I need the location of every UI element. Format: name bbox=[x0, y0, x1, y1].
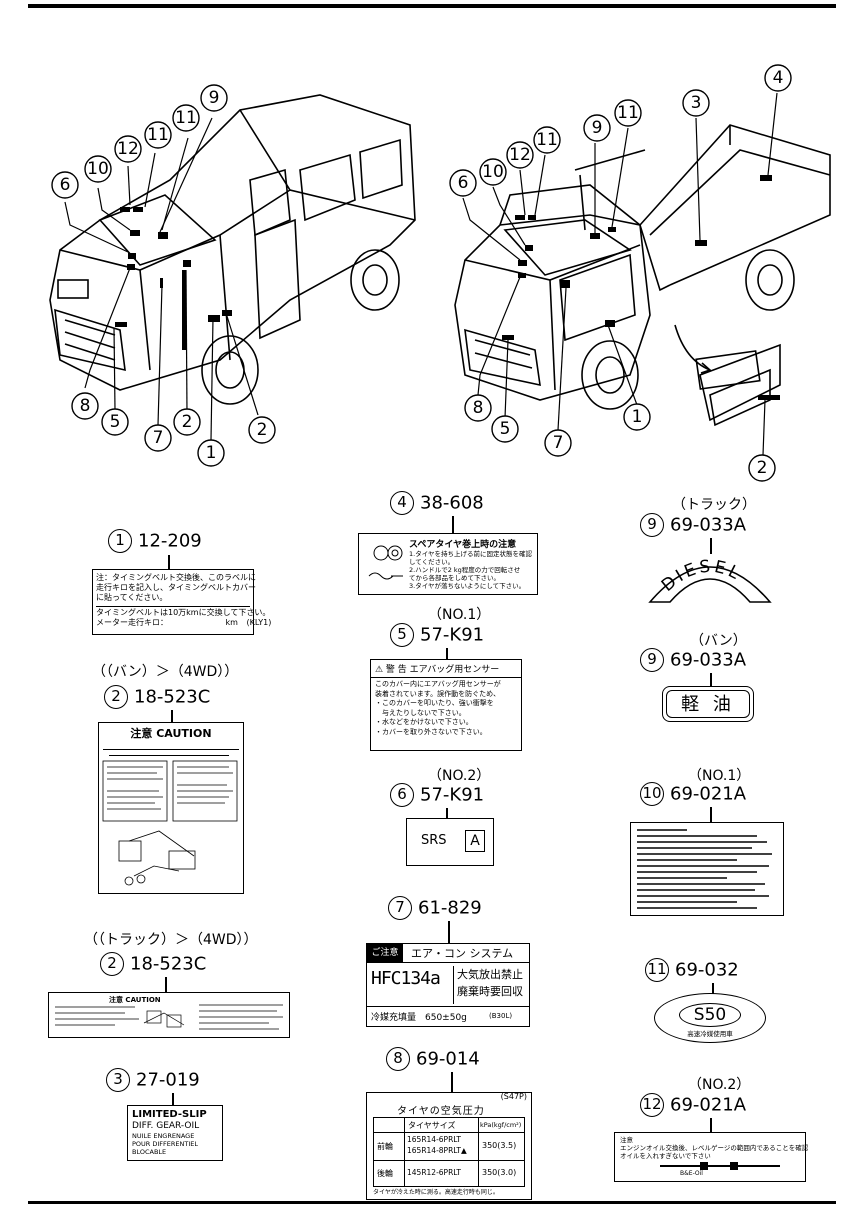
label-4-spare-tire: スペアタイヤ巻上時の注意 1.タイヤを持ち上げる前に固定状態を確認 してください… bbox=[358, 533, 538, 595]
label-2-van-caution: 注意 CAUTION bbox=[98, 722, 244, 894]
label-6-srs: SRS A bbox=[406, 818, 494, 866]
label-10-notice bbox=[630, 822, 784, 916]
truck-illustration: 6 10 12 11 9 11 3 4 8 5 7 1 2 bbox=[449, 64, 831, 482]
van-illustration: 6 10 12 11 11 9 8 5 7 2 1 2 bbox=[49, 84, 416, 467]
label-9-keiyu: 軽 油 bbox=[662, 686, 754, 722]
label-9-van-note: （バン） bbox=[690, 633, 747, 649]
van-callout: 1 bbox=[206, 443, 217, 463]
truck-callout: 8 bbox=[473, 398, 484, 418]
caution-illustration bbox=[102, 749, 239, 886]
truck-callout: 6 bbox=[458, 173, 469, 193]
truck-callout: 5 bbox=[500, 419, 511, 439]
truck-callout: 2 bbox=[757, 458, 768, 478]
top-border bbox=[28, 4, 836, 8]
van-callout: 11 bbox=[147, 125, 169, 145]
label-2-van-note: （（バン）＞（4WD）） bbox=[92, 664, 239, 680]
label-8-tire-pressure: (S47P) タイヤの空気圧力 タイヤサイズ kPa(kgf/cm²) 前輪 1… bbox=[366, 1092, 532, 1200]
label-12-note: （NO.2） bbox=[688, 1077, 751, 1093]
truck-callout: 4 bbox=[773, 68, 784, 88]
van-callout: 7 bbox=[153, 428, 164, 448]
truck-callout: 10 bbox=[482, 162, 504, 182]
label-3-lsd-oil: LIMITED-SLIP DIFF. GEAR-OIL NUILE ENGREN… bbox=[127, 1105, 223, 1161]
label-1-timing-belt: 注：タイミングベルト交換後、このラベルに 走行キロを記入し、タイミングベルトカバ… bbox=[92, 569, 271, 635]
svg-text:DIESEL: DIESEL bbox=[658, 557, 745, 596]
label-7-aircon: ご注意 エア・コン システム HFC134a 大気放出禁止 廃棄時要回収 冷媒充… bbox=[366, 943, 530, 1027]
van-callout: 5 bbox=[110, 412, 121, 432]
van-callout: 8 bbox=[80, 396, 91, 416]
truck-callout: 7 bbox=[553, 433, 564, 453]
label-2-truck-note: （（トラック）＞（4WD）） bbox=[84, 932, 258, 948]
label-6-note: （NO.2） bbox=[428, 768, 491, 784]
truck-callout: 12 bbox=[509, 145, 531, 165]
label-5-note: （NO.1） bbox=[428, 607, 491, 623]
van-callout: 11 bbox=[175, 108, 197, 128]
label-5-airbag-sensor: ⚠ 警 告 エアバッグ用センサー このカバー内にエアバッグ用センサーが 装着され… bbox=[370, 659, 522, 751]
label-12-oil: 注意 エンジンオイル交換後、レベルゲージの範囲内であることを確認 オイルを入れす… bbox=[614, 1132, 808, 1182]
van-callout: 2 bbox=[257, 420, 268, 440]
truck-callout: 1 bbox=[632, 407, 643, 427]
truck-callout: 3 bbox=[691, 93, 702, 113]
label-10-note: （NO.1） bbox=[688, 768, 751, 784]
label-2-truck-caution: 注意 CAUTION bbox=[48, 992, 290, 1038]
label-11-s50: S50 高速冷媒使用車 bbox=[654, 993, 766, 1043]
van-callout: 2 bbox=[182, 412, 193, 432]
van-callout: 9 bbox=[209, 88, 220, 108]
van-callout: 12 bbox=[117, 139, 139, 159]
truck-callout: 11 bbox=[536, 130, 558, 150]
truck-callout: 9 bbox=[592, 118, 603, 138]
bottom-border bbox=[28, 1201, 836, 1204]
label-9-diesel: DIESEL bbox=[648, 557, 772, 603]
van-callout: 6 bbox=[60, 175, 71, 195]
van-callout: 10 bbox=[87, 159, 109, 179]
truck-callout: 11 bbox=[617, 103, 639, 123]
label-9-truck-note: （トラック） bbox=[672, 497, 756, 513]
